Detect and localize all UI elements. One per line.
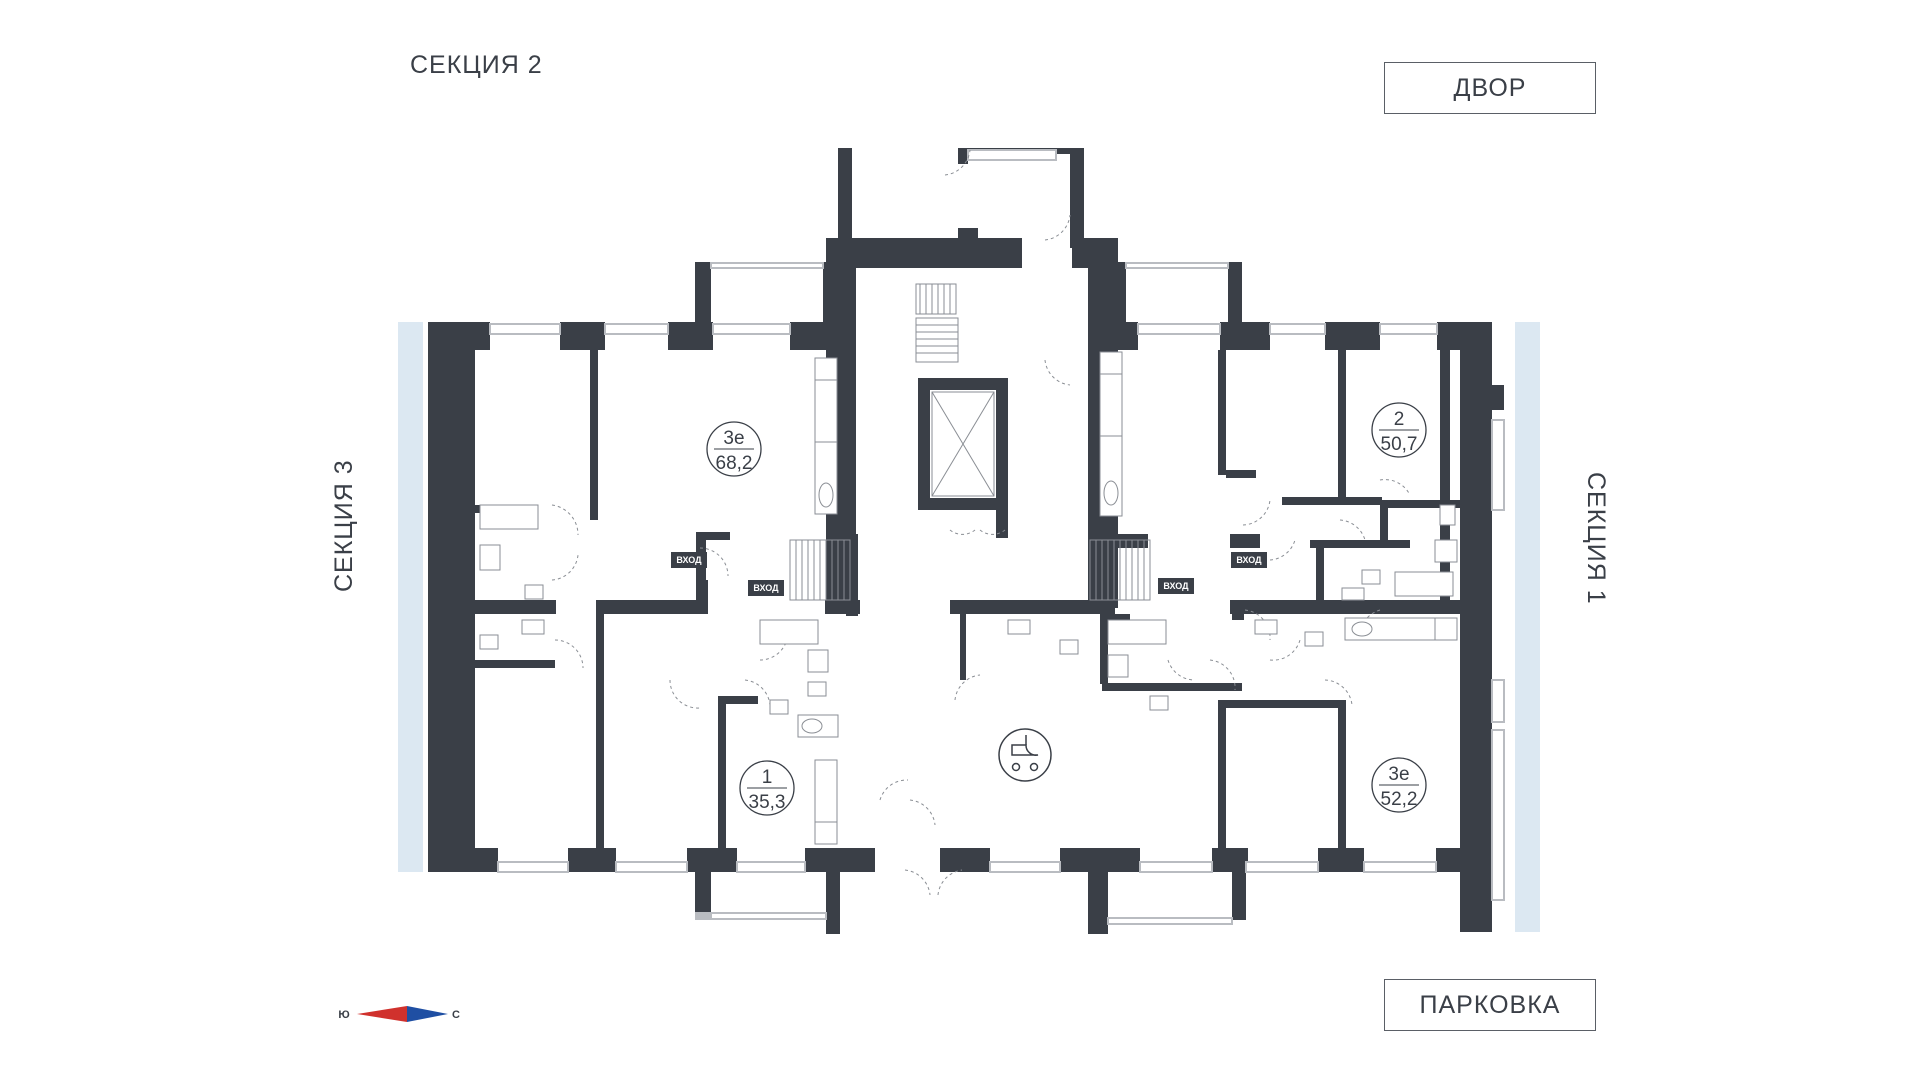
stove-icon — [1099, 351, 1123, 375]
apartment-rooms: 3е — [723, 428, 744, 449]
toilet-icon — [479, 634, 499, 650]
glazing-right — [1515, 322, 1540, 932]
toilet-icon — [1361, 569, 1381, 585]
sink-icon — [807, 649, 829, 673]
bathtub-icon — [1394, 571, 1454, 597]
apartment-area: 68,2 — [716, 453, 753, 474]
windows — [489, 149, 1505, 925]
sink-icon — [1351, 621, 1373, 637]
sink-icon — [521, 619, 545, 635]
bathtub-icon — [1107, 619, 1167, 645]
door-swings — [551, 149, 1411, 896]
sink-icon — [1103, 480, 1119, 506]
sink-icon — [801, 718, 823, 734]
sink-icon — [1107, 654, 1129, 678]
compass-south: Ю — [338, 1009, 349, 1021]
kitchen-fixtures — [797, 351, 1458, 845]
sink-icon — [479, 544, 501, 571]
toilet-icon — [807, 681, 827, 697]
sink-icon — [1254, 619, 1278, 635]
walls — [428, 148, 1504, 934]
bathtub-icon — [759, 619, 819, 645]
stroller-icon — [998, 728, 1052, 782]
apartment-area: 35,3 — [749, 792, 786, 813]
svg-text:ВХОД: ВХОД — [1236, 555, 1262, 565]
svg-text:ВХОД: ВХОД — [676, 555, 702, 565]
section-label-left: СЕКЦИЯ 3 — [330, 459, 358, 592]
entry-tag: ВХОД — [1231, 552, 1267, 568]
apartment-area: 52,2 — [1381, 789, 1418, 810]
sink-icon — [818, 482, 834, 508]
svg-text:ВХОД: ВХОД — [753, 583, 779, 593]
entry-tag: ВХОД — [671, 552, 707, 568]
toilet-icon — [524, 584, 544, 600]
bathroom-fixtures — [479, 504, 1458, 715]
stove-icon — [814, 357, 838, 381]
toilet-icon — [769, 699, 789, 715]
toilet-icon — [1149, 695, 1169, 711]
apartment-badge[interactable]: 3е 68,2 — [706, 421, 762, 477]
entry-tag: ВХОД — [748, 580, 784, 596]
apartment-badge[interactable]: 2 50,7 — [1371, 402, 1427, 458]
yard-label: ДВОР — [1384, 62, 1596, 114]
elevator-shaft — [931, 391, 995, 497]
apartment-rooms: 3е — [1388, 764, 1409, 785]
stove-icon — [1434, 617, 1458, 641]
bathtub-icon — [479, 504, 539, 530]
sink-icon — [1007, 619, 1031, 635]
toilet-icon — [1439, 504, 1456, 526]
apartment-area: 50,7 — [1381, 434, 1418, 455]
stairs — [789, 283, 1151, 601]
svg-text:ВХОД: ВХОД — [1163, 581, 1189, 591]
compass-north: С — [452, 1009, 460, 1021]
sink-icon — [1341, 587, 1365, 601]
apartment-badge[interactable]: 1 35,3 — [739, 760, 795, 816]
glazing-left — [398, 322, 423, 872]
compass-icon: Ю С — [338, 1006, 460, 1022]
stove-icon — [814, 821, 838, 845]
entry-tag: ВХОД — [1158, 578, 1194, 594]
apartment-rooms: 2 — [1394, 409, 1405, 430]
section-label-top: СЕКЦИЯ 2 — [410, 51, 543, 79]
parking-label: ПАРКОВКА — [1384, 979, 1596, 1031]
sink-icon — [1434, 539, 1458, 563]
apartment-badge[interactable]: 3е 52,2 — [1371, 757, 1427, 813]
section-label-right: СЕКЦИЯ 1 — [1582, 472, 1610, 605]
toilet-icon — [1059, 639, 1079, 655]
toilet-icon — [1304, 631, 1324, 647]
apartment-rooms: 1 — [762, 767, 773, 788]
